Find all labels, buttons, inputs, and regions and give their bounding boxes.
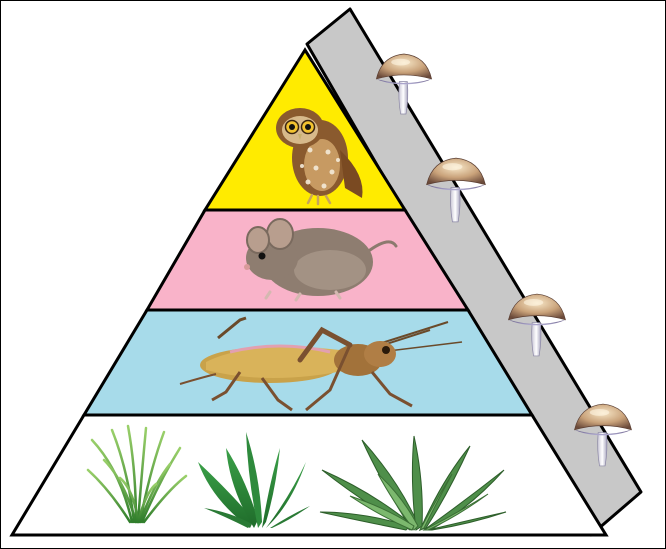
succulent-illustration bbox=[318, 432, 506, 532]
level-4-base bbox=[12, 415, 606, 535]
